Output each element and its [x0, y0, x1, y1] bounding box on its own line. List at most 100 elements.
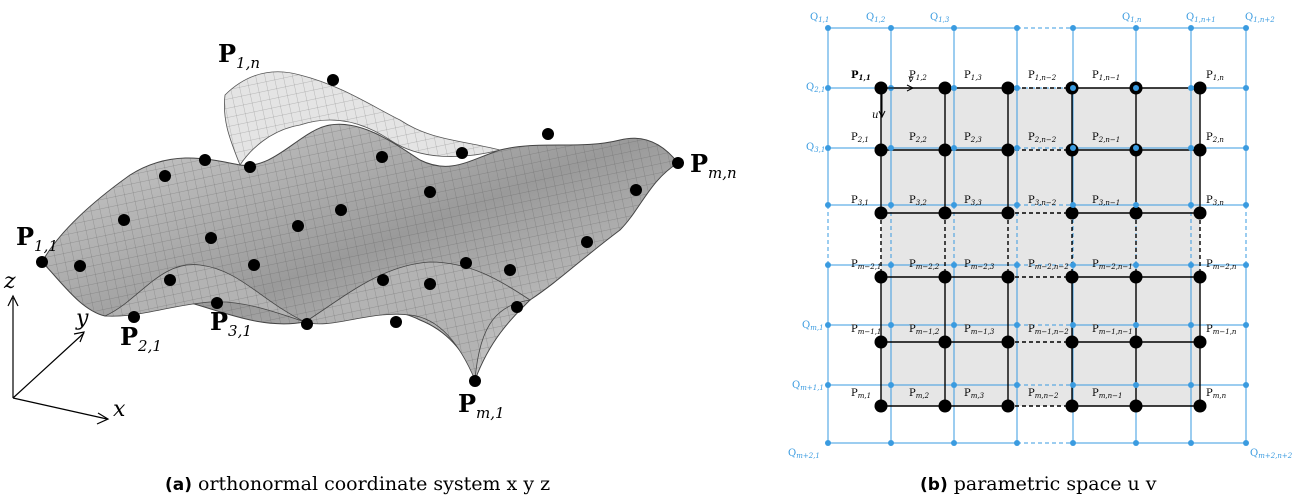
p-control-point: [874, 270, 888, 284]
p-control-point: [1129, 335, 1143, 349]
q-point: [1014, 382, 1020, 388]
label-p1n: P1,n: [218, 39, 260, 72]
q-label-q21: Q2,1: [806, 82, 825, 94]
q-point: [1188, 202, 1194, 208]
control-point: [327, 74, 339, 86]
p-control-point: [1001, 270, 1015, 284]
q-point: [1188, 382, 1194, 388]
p-label-r4c6: Pm−2,n: [1206, 259, 1237, 271]
control-point: [456, 147, 468, 159]
p-control-point: [1129, 399, 1143, 413]
p-control-point: [1065, 206, 1079, 220]
q-point: [1070, 440, 1076, 446]
control-point: [542, 128, 554, 140]
q-point: [1243, 85, 1249, 91]
q-point: [1070, 145, 1076, 151]
q-point: [888, 202, 894, 208]
q-point: [1243, 25, 1249, 31]
p-label-r2c4: P2,n−2: [1028, 132, 1057, 144]
label-pm1: Pm,1: [458, 389, 505, 422]
coordinate-axes: [7, 294, 110, 425]
p-label-r5c4: Pm−1,n−2: [1028, 324, 1069, 336]
q-point: [951, 145, 957, 151]
caption-b-text: parametric space u v: [953, 473, 1157, 495]
q-point: [888, 322, 894, 328]
q-point: [1133, 262, 1139, 268]
control-point: [301, 318, 313, 330]
q-label-q12: Q1,2: [866, 12, 886, 24]
p-label-r5c5: Pm−1,n−1: [1092, 324, 1133, 336]
q-point: [825, 262, 831, 268]
p-label-r2c6: P2,n: [1206, 132, 1224, 144]
control-points: [36, 74, 684, 387]
p-control-point: [938, 81, 952, 95]
shaded-region: [881, 88, 1200, 406]
shaded-interior: [881, 88, 1200, 406]
p-label-r1c2: P1,2: [909, 70, 927, 82]
p-control-points: [874, 81, 1207, 413]
caption-a: (a)orthonormal coordinate system x y z: [165, 473, 550, 495]
p-control-point: [1065, 270, 1079, 284]
p-label-r1c3: P1,3: [964, 70, 982, 82]
p-label-r2c5: P2,n−1: [1092, 132, 1120, 144]
p-control-point: [1001, 335, 1015, 349]
control-point: [630, 184, 642, 196]
p-control-point: [1001, 399, 1015, 413]
q-point: [888, 262, 894, 268]
q-point: [1188, 262, 1194, 268]
q-point: [1014, 25, 1020, 31]
p-label-r6c1: Pm,1: [851, 388, 871, 400]
surface-mesh: [41, 71, 679, 382]
control-point: [205, 232, 217, 244]
q-point: [888, 440, 894, 446]
q-point: [1070, 322, 1076, 328]
label-pmn: Pm,n: [690, 149, 737, 182]
control-point: [377, 274, 389, 286]
control-point: [164, 274, 176, 286]
control-point: [424, 186, 436, 198]
p-label-r5c1: Pm−1,1: [851, 324, 881, 336]
p-control-point: [938, 206, 952, 220]
p-label-r3c6: P3,n: [1206, 195, 1224, 207]
control-point: [511, 301, 523, 313]
p-control-point: [1129, 270, 1143, 284]
q-point: [1014, 262, 1020, 268]
control-point: [460, 257, 472, 269]
q-label-q1n2: Q1,n+2: [1245, 12, 1275, 24]
p-control-point: [1193, 81, 1207, 95]
q-point: [951, 202, 957, 208]
q-point: [951, 262, 957, 268]
p-label-r2c1: P2,1: [851, 132, 869, 144]
p-control-point: [938, 399, 952, 413]
control-point: [292, 220, 304, 232]
q-point: [825, 25, 831, 31]
p-label-r6c6: Pm,n: [1206, 388, 1227, 400]
uv-direction-arrows: [878, 84, 915, 119]
p-control-point: [1001, 206, 1015, 220]
q-label-q13: Q1,3: [930, 12, 950, 24]
q-label-q11: Q1,1: [810, 12, 829, 24]
control-point: [424, 278, 436, 290]
q-point: [1014, 145, 1020, 151]
q-points: [825, 25, 1249, 446]
p-control-point: [874, 335, 888, 349]
control-point: [581, 236, 593, 248]
control-point: [74, 260, 86, 272]
caption-b: (b)parametric space u v: [920, 473, 1157, 495]
caption-a-text: orthonormal coordinate system x y z: [198, 473, 551, 495]
p-control-point: [1193, 270, 1207, 284]
p-label-r6c5: Pm,n−1: [1092, 388, 1122, 400]
p-control-point: [1193, 335, 1207, 349]
q-label-qm1: Qm,1: [802, 320, 824, 332]
q-point: [951, 382, 957, 388]
p-label-r2c3: P2,3: [964, 132, 982, 144]
p-control-point: [1193, 206, 1207, 220]
p-label-r5c3: Pm−1,3: [964, 324, 995, 336]
control-point: [199, 154, 211, 166]
p-control-point: [938, 143, 952, 157]
p-label-r4c1: Pm−2,1: [851, 259, 881, 271]
p-label-r6c4: Pm,n−2: [1028, 388, 1059, 400]
p-label-r3c3: P3,3: [964, 195, 982, 207]
caption-a-tag: (a): [165, 475, 193, 495]
